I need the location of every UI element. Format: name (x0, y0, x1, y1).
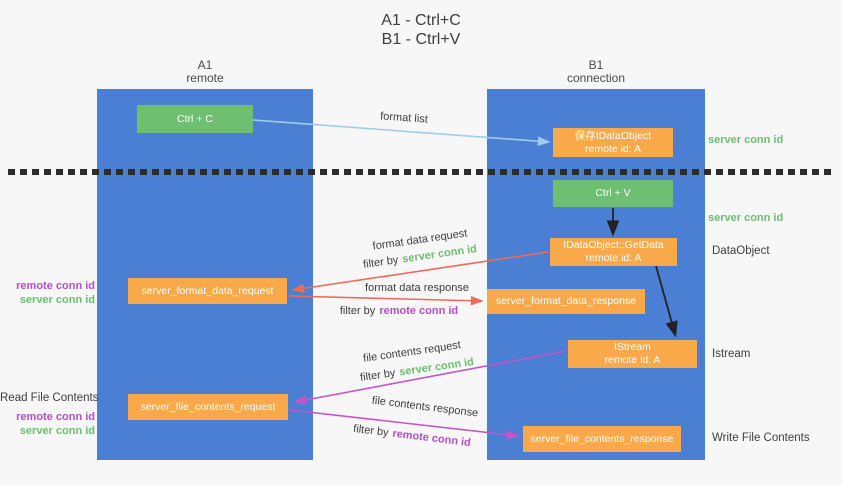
filter-by-text: filter by (352, 422, 390, 440)
lane-a1-id: A1 (197, 58, 213, 72)
left-conn-id-group-2: remote conn id server conn id (0, 410, 95, 438)
dataobject-side-label: DataObject (712, 245, 770, 257)
istream-side-label: Istream (712, 348, 751, 360)
save-idataobject-line2: remote id: A (584, 142, 642, 155)
filter-by-text: filter by (339, 305, 376, 317)
lane-b1-header: B1 connection (487, 59, 705, 85)
remote-conn-id-token: remote conn id (391, 427, 472, 450)
idataobject-getdata-box: IDataObject::GetData remote id: A (550, 238, 677, 266)
server-conn-id-side-label-mid: server conn id (708, 212, 784, 224)
lane-a1-header: A1 remote (97, 59, 313, 85)
filter-by-text: filter by (362, 254, 400, 271)
server-format-data-request-label: server_format_data_request (141, 284, 274, 297)
server-file-contents-request-label: server_file_contents_request (140, 400, 276, 413)
server-file-contents-response-label: server_file_contents_response (530, 432, 674, 445)
server-file-contents-request-box: server_file_contents_request (128, 394, 288, 420)
title-line-1: A1 - Ctrl+C (381, 12, 461, 29)
server-conn-id-side-label-1: server conn id (19, 294, 95, 306)
ctrl-c-label: Ctrl + C (177, 112, 213, 125)
file-contents-response-label: file contents response (371, 394, 479, 420)
session-separator-dotted-line (8, 169, 836, 175)
idataobject-getdata-line1: IDataObject::GetData (563, 239, 664, 251)
server-conn-id-side-label-2: server conn id (19, 425, 95, 437)
server-format-data-response-box: server_format_data_response (487, 289, 645, 314)
remote-conn-id-token: remote conn id (379, 305, 459, 317)
format-data-response-label: format data response (365, 282, 469, 294)
istream-box: IStream remote id: A (568, 340, 697, 368)
server-conn-id-side-label-top: server conn id (708, 134, 784, 146)
istream-line1: IStream (614, 341, 651, 353)
ctrl-c-box: Ctrl + C (137, 105, 253, 133)
server-format-data-response-label: server_format_data_response (495, 295, 637, 307)
read-file-contents-label: Read File Contents (0, 392, 99, 404)
istream-line2: remote id: A (604, 354, 661, 366)
lane-b1-name: connection (566, 71, 626, 85)
format-list-label: format list (379, 110, 429, 126)
ctrl-v-label: Ctrl + V (595, 187, 631, 199)
title-line-2: B1 - Ctrl+V (381, 31, 461, 48)
ctrl-v-box: Ctrl + V (553, 180, 673, 207)
lane-b1-id: B1 (588, 58, 604, 72)
server-file-contents-response-box: server_file_contents_response (523, 426, 681, 452)
server-conn-id-token: server conn id (398, 356, 475, 379)
save-idataobject-box: 保存IDataObject remote id: A (553, 128, 673, 157)
left-conn-id-group-1: remote conn id server conn id (0, 279, 95, 307)
arrow-format-data-response (288, 295, 484, 306)
server-format-data-request-box: server_format_data_request (128, 278, 287, 304)
remote-conn-id-side-label-2: remote conn id (16, 411, 95, 423)
lane-a1-name: remote (186, 71, 224, 85)
write-file-contents-label: Write File Contents (712, 432, 810, 444)
filter-by-text: filter by (359, 367, 397, 384)
save-idataobject-line1: 保存IDataObject (574, 129, 652, 142)
idataobject-getdata-line2: remote id: A (585, 252, 642, 264)
diagram-title: A1 - Ctrl+C B1 - Ctrl+V (0, 11, 842, 49)
remote-conn-id-side-label-1: remote conn id (16, 280, 95, 292)
